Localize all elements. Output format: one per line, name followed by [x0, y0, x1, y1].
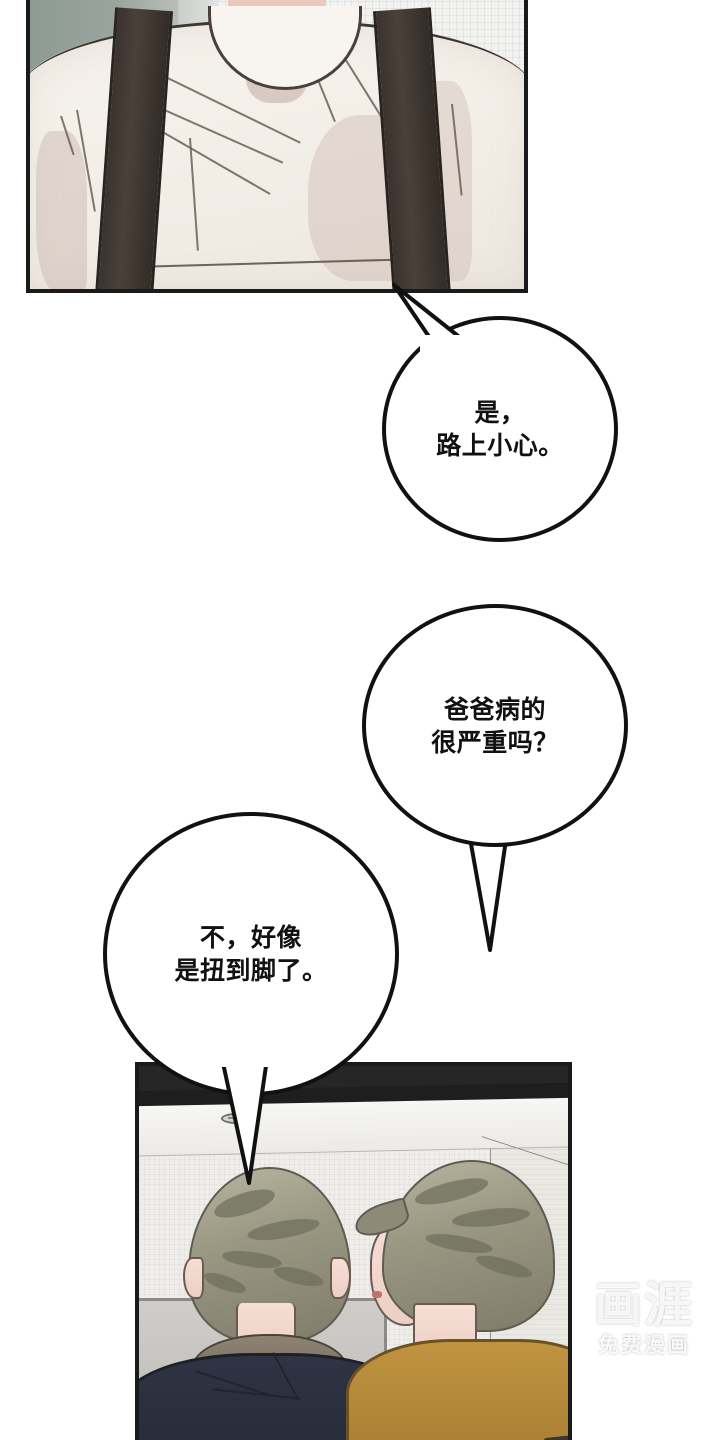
- comic-panel-top: [26, 0, 528, 293]
- speech-bubble-question-text: 爸爸病的 很严重吗？: [431, 694, 559, 757]
- figure-left-ear-left: [182, 1257, 204, 1300]
- figure-left-ear-right: [329, 1257, 351, 1300]
- figure-left-back-view: [139, 1166, 421, 1440]
- figure-right-profile-view: [346, 1159, 568, 1440]
- site-watermark-sub: 免费漫画: [597, 1333, 690, 1357]
- figure-right-sleeve-patch: [543, 1434, 568, 1440]
- speech-bubble-goodbye-text: 是， 路上小心。: [436, 398, 564, 460]
- speech-bubble-answer: 不，好像 是扭到脚了。: [103, 812, 399, 1096]
- speech-bubble-tail-1: [390, 283, 510, 373]
- speech-bubble-tail-3: [215, 1055, 295, 1190]
- site-watermark: 画涯 免费漫画: [594, 1281, 694, 1356]
- figure-right-jacket: [346, 1339, 568, 1440]
- speech-bubble-question: 爸爸病的 很严重吗？: [362, 604, 628, 847]
- speech-bubble-answer-text: 不，好像 是扭到脚了。: [174, 923, 328, 985]
- site-watermark-main: 画涯: [593, 1277, 694, 1333]
- comic-panel-bottom: [135, 1062, 572, 1440]
- figure-right-lip: [371, 1291, 382, 1299]
